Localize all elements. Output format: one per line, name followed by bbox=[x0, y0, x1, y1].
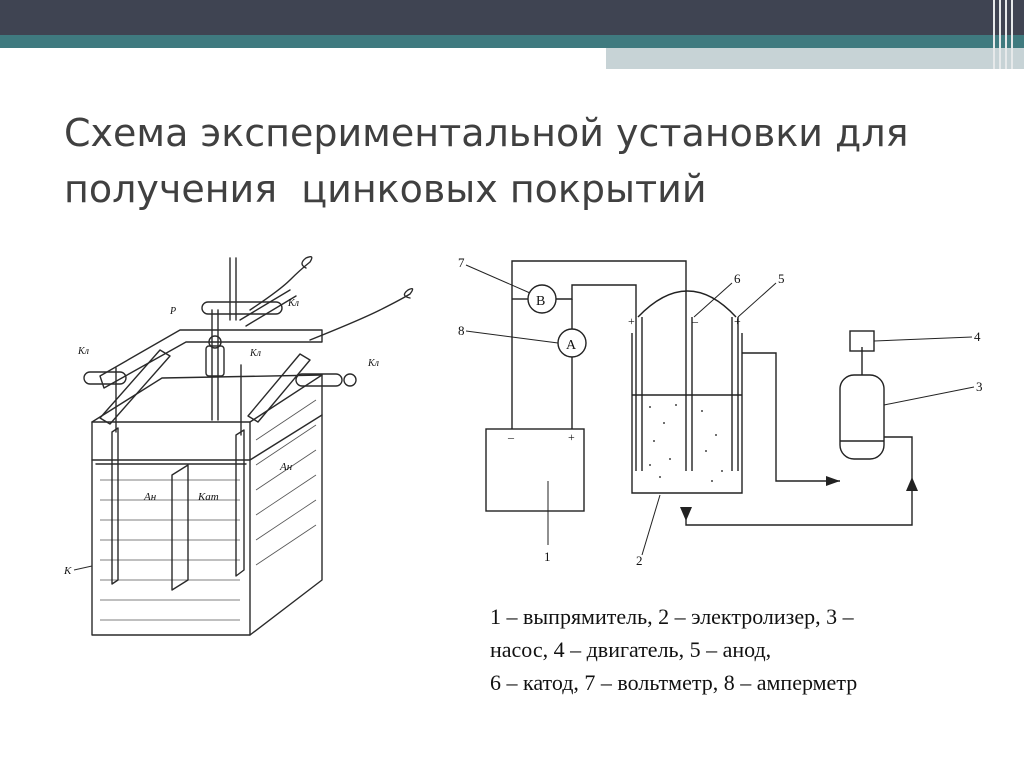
callout-4: 4 bbox=[974, 329, 981, 344]
ammeter-symbol: А bbox=[566, 338, 577, 353]
header-accent-band bbox=[606, 48, 1024, 69]
callout-2: 2 bbox=[636, 553, 643, 568]
circuit-schematic: В А – + + – + 7 8 1 2 3 4 5 6 bbox=[458, 255, 983, 568]
legend-line-3: 6 – катод, 7 – вольтметр, 8 – амперметр bbox=[490, 670, 858, 695]
callout-8: 8 bbox=[458, 323, 465, 338]
header-teal-band bbox=[0, 35, 1024, 48]
central-rod bbox=[201, 257, 297, 421]
header-corner-lines bbox=[993, 0, 1013, 69]
rectifier bbox=[485, 428, 585, 512]
label-anode-left: Ан bbox=[143, 491, 157, 503]
bath-sketch: Р Кл Кл Кл Кл Ан Кат Ан К bbox=[63, 255, 414, 636]
label-anode-right: Ан bbox=[279, 461, 293, 473]
callout-lines bbox=[465, 264, 975, 556]
electrode-plates bbox=[111, 364, 245, 591]
callout-3: 3 bbox=[976, 379, 983, 394]
callout-6: 6 bbox=[734, 271, 741, 286]
slide-title-line-1: Схема экспериментальной установки для bbox=[64, 111, 909, 155]
liquid-hatching bbox=[100, 399, 317, 621]
callout-5: 5 bbox=[778, 271, 785, 286]
header-dark-bar bbox=[0, 0, 1024, 35]
label-k: К bbox=[63, 565, 72, 577]
label-kl-center: Кл bbox=[249, 348, 262, 359]
label-kl-right: Кл bbox=[367, 358, 380, 369]
electrolyte-dots bbox=[649, 404, 723, 482]
cathode-minus: – bbox=[691, 314, 699, 328]
label-cathode: Кат bbox=[197, 491, 219, 503]
voltmeter bbox=[527, 284, 557, 314]
slide-title-line-2: получения цинковых покрытий bbox=[64, 167, 707, 211]
figure-legend: 1 – выпрямитель, 2 – электролизер, 3 – н… bbox=[490, 600, 990, 699]
label-kl-left: Кл bbox=[77, 346, 90, 357]
callout-7: 7 bbox=[458, 255, 465, 270]
rectifier-minus: – bbox=[507, 430, 515, 444]
voltmeter-symbol: В bbox=[536, 294, 545, 309]
bus-bars bbox=[83, 349, 357, 425]
legend-line-2: насос, 4 – двигатель, 5 – анод, bbox=[490, 637, 772, 662]
label-p: Р bbox=[169, 306, 176, 317]
wires bbox=[249, 255, 414, 341]
flow-arrows bbox=[680, 476, 918, 521]
slide-title: Схема экспериментальной установки для по… bbox=[64, 105, 964, 217]
callout-1: 1 bbox=[544, 549, 551, 564]
legend-line-1: 1 – выпрямитель, 2 – электролизер, 3 – bbox=[490, 604, 854, 629]
label-kl-top: Кл bbox=[287, 298, 300, 309]
anode-right-plus: + bbox=[734, 314, 741, 328]
pump bbox=[839, 374, 885, 460]
rectifier-plus: + bbox=[568, 430, 575, 444]
anode-left-plus: + bbox=[628, 314, 635, 328]
